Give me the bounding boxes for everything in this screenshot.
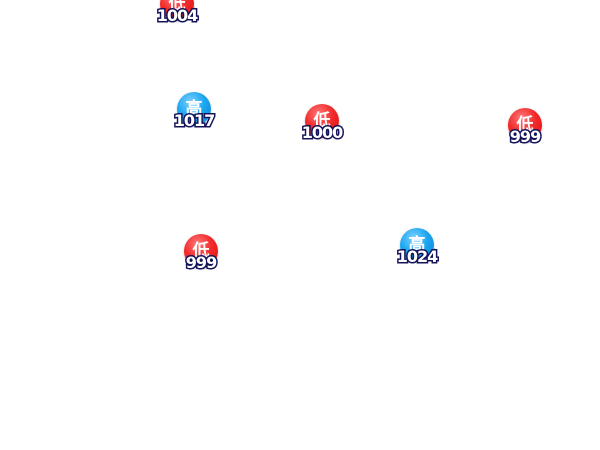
low-pressure-badge: 低 bbox=[305, 104, 339, 138]
pressure-value: 1024 bbox=[395, 247, 440, 266]
low-pressure-badge: 低 bbox=[160, 0, 194, 21]
pressure-value: 1017 bbox=[172, 111, 217, 130]
low-pressure-badge: 低 bbox=[508, 108, 542, 142]
high-pressure-badge: 高 bbox=[400, 228, 434, 262]
high-pressure-badge: 高 bbox=[177, 92, 211, 126]
pressure-value: 1000 bbox=[300, 123, 345, 142]
pressure-value: 999 bbox=[508, 127, 542, 146]
pressure-value: 1004 bbox=[155, 6, 200, 25]
low-pressure-badge: 低 bbox=[184, 234, 218, 268]
pressure-value: 999 bbox=[184, 253, 218, 272]
